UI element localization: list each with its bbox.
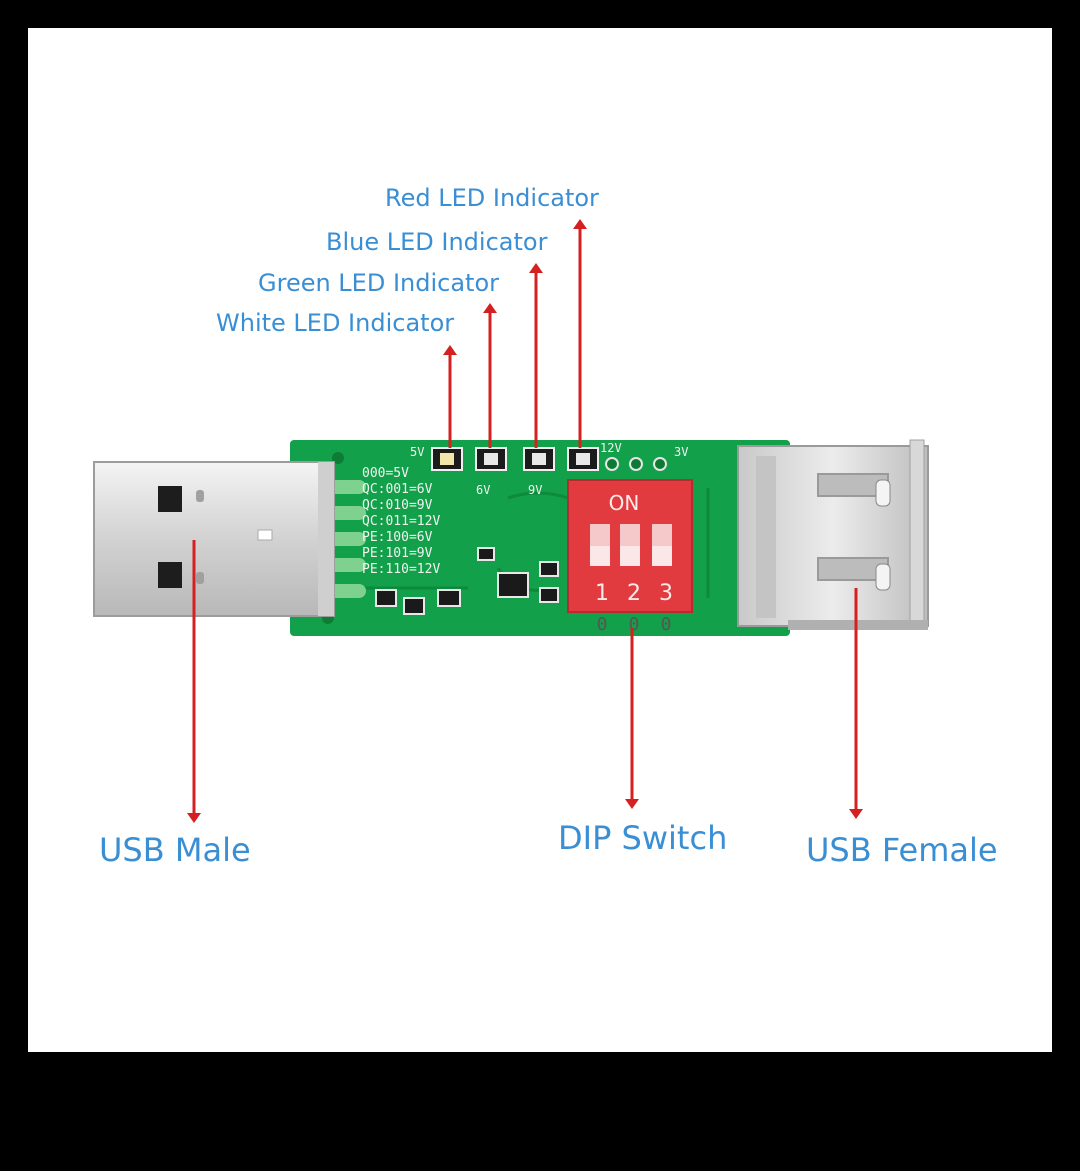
pcb-extra-label: 3V bbox=[674, 445, 688, 459]
blue-led-indicator-label: Blue LED Indicator bbox=[326, 228, 548, 256]
pcb-mode-line: QC:010=9V bbox=[362, 498, 433, 513]
pcb-mode-line: PE:110=12V bbox=[362, 562, 440, 577]
dip-switch-number: 2 bbox=[627, 581, 641, 606]
product-diagram-panel: 000=5V QC:001=6V QC:010=9V QC:011=12V PE… bbox=[28, 28, 1052, 1052]
usb-male-label: USB Male bbox=[99, 831, 251, 869]
dip-state: 0 bbox=[597, 614, 608, 635]
led-voltage-label: 12V bbox=[600, 441, 622, 455]
dip-state: 0 bbox=[661, 614, 672, 635]
dip-switch-label: DIP Switch bbox=[558, 819, 728, 857]
green-led-indicator-label: Green LED Indicator bbox=[258, 269, 500, 297]
pcb: 000=5V QC:001=6V QC:010=9V QC:011=12V PE… bbox=[290, 440, 790, 636]
led-voltage-label: 9V bbox=[528, 483, 542, 497]
white-led-indicator-label: White LED Indicator bbox=[216, 309, 455, 337]
dip-switch-number: 3 bbox=[659, 581, 673, 606]
led-voltage-label: 5V bbox=[410, 445, 424, 459]
dip-on-label: ON bbox=[609, 491, 640, 515]
usb-female-label: USB Female bbox=[806, 831, 998, 869]
pcb-mode-line: 000=5V bbox=[362, 466, 409, 481]
pcb-mode-line: QC:011=12V bbox=[362, 514, 440, 529]
usb-trigger-board-illustration: 000=5V QC:001=6V QC:010=9V QC:011=12V PE… bbox=[93, 219, 929, 823]
pcb-mode-line: PE:101=9V bbox=[362, 546, 433, 561]
red-led-indicator-label: Red LED Indicator bbox=[385, 184, 599, 212]
led-voltage-label: 6V bbox=[476, 483, 490, 497]
usb-male-plug bbox=[93, 461, 335, 617]
dip-switch-body: ON 1 2 3 bbox=[567, 479, 693, 613]
dip-state: 0 bbox=[629, 614, 640, 635]
led-row bbox=[431, 447, 599, 471]
pcb-mode-line: QC:001=6V bbox=[362, 482, 433, 497]
dip-switch-number: 1 bbox=[595, 581, 609, 606]
pcb-mode-line: PE:100=6V bbox=[362, 530, 433, 545]
usb-female-socket bbox=[737, 439, 929, 630]
annotation-arrows bbox=[187, 219, 863, 823]
